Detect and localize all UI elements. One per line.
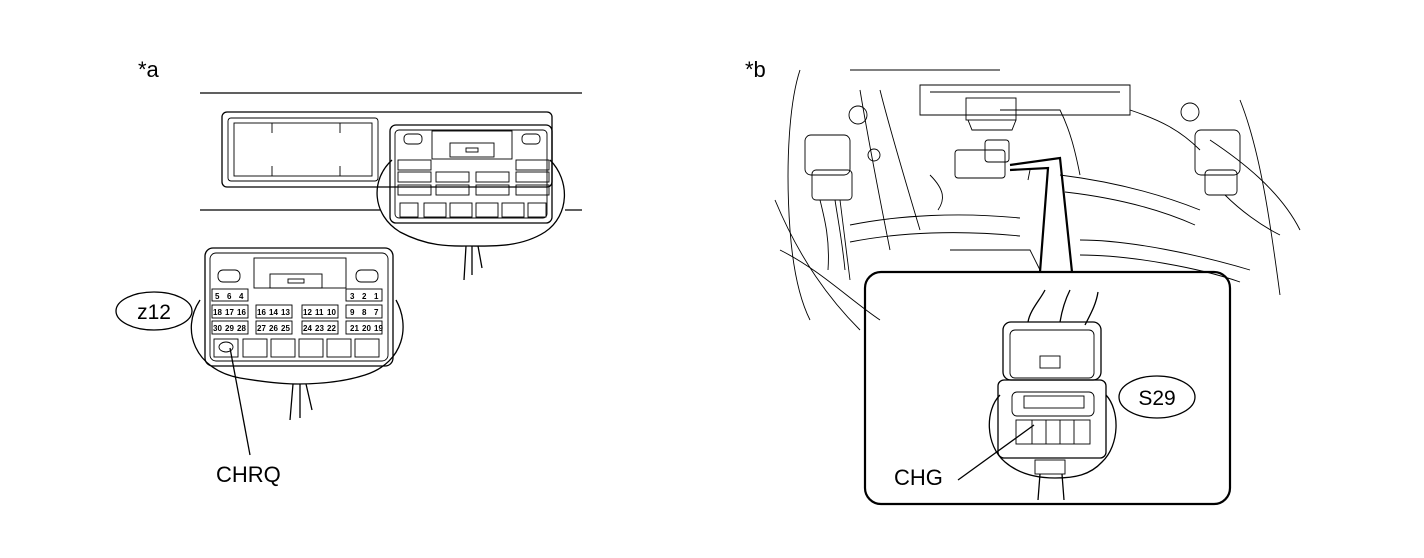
pin-20: 20 <box>362 324 371 333</box>
pin-8: 8 <box>362 308 367 317</box>
pin-30: 30 <box>213 324 222 333</box>
pin-10: 10 <box>327 308 336 317</box>
pin-21: 21 <box>350 324 359 333</box>
ecu-mounted-connector <box>376 124 566 281</box>
pin-17: 17 <box>225 308 234 317</box>
pin-24: 24 <box>303 324 312 333</box>
pin-27: 27 <box>257 324 266 333</box>
pin-16a: 16 <box>237 308 246 317</box>
pin-11: 11 <box>315 308 324 317</box>
z12-callout-oval <box>115 291 193 331</box>
terminal-label-chg: CHG <box>894 465 943 490</box>
pin-12: 12 <box>303 308 312 317</box>
pin-2: 2 <box>362 292 367 301</box>
connector-code-s29: S29 <box>1138 387 1175 410</box>
pin-22: 22 <box>327 324 336 333</box>
pin-16b: 16 <box>257 308 266 317</box>
connector-z12: 5 6 4 3 2 1 18 17 16 16 14 13 12 11 10 9… <box>190 247 404 421</box>
s29-callout-oval <box>1118 375 1196 419</box>
pin-4: 4 <box>239 292 244 301</box>
connector-code-z12: z12 <box>137 301 171 324</box>
pin-6: 6 <box>227 292 232 301</box>
chg-leader-line <box>957 424 1035 481</box>
panel-b-tag: *b <box>745 57 766 82</box>
pin-13: 13 <box>281 308 290 317</box>
pin-7: 7 <box>374 308 379 317</box>
panel-a-tag: *a <box>138 57 160 82</box>
pin-9: 9 <box>350 308 355 317</box>
zoom-pointer-right <box>1009 156 1074 273</box>
pin-28: 28 <box>237 324 246 333</box>
zoom-pointer-left <box>1009 166 1050 273</box>
terminal-label-chrq: CHRQ <box>216 462 281 487</box>
engine-bay-illustration <box>774 69 1301 331</box>
pin-25: 25 <box>281 324 290 333</box>
ecu-connector-pins <box>397 159 550 218</box>
pin-29: 29 <box>225 324 234 333</box>
zoomed-connector-s29 <box>988 289 1117 501</box>
pin-14: 14 <box>269 308 278 317</box>
pin-23: 23 <box>315 324 324 333</box>
pin-1: 1 <box>374 292 379 301</box>
pin-26: 26 <box>269 324 278 333</box>
pin-18: 18 <box>213 308 222 317</box>
pin-3: 3 <box>350 292 355 301</box>
panel-a: *a <box>115 57 582 487</box>
chrq-leader-line <box>229 347 251 456</box>
zoom-detail-box <box>863 270 1232 506</box>
ecu-housing <box>200 92 582 211</box>
pin-5: 5 <box>215 292 220 301</box>
panel-b: *b <box>745 57 1301 506</box>
pin-19: 19 <box>374 324 383 333</box>
